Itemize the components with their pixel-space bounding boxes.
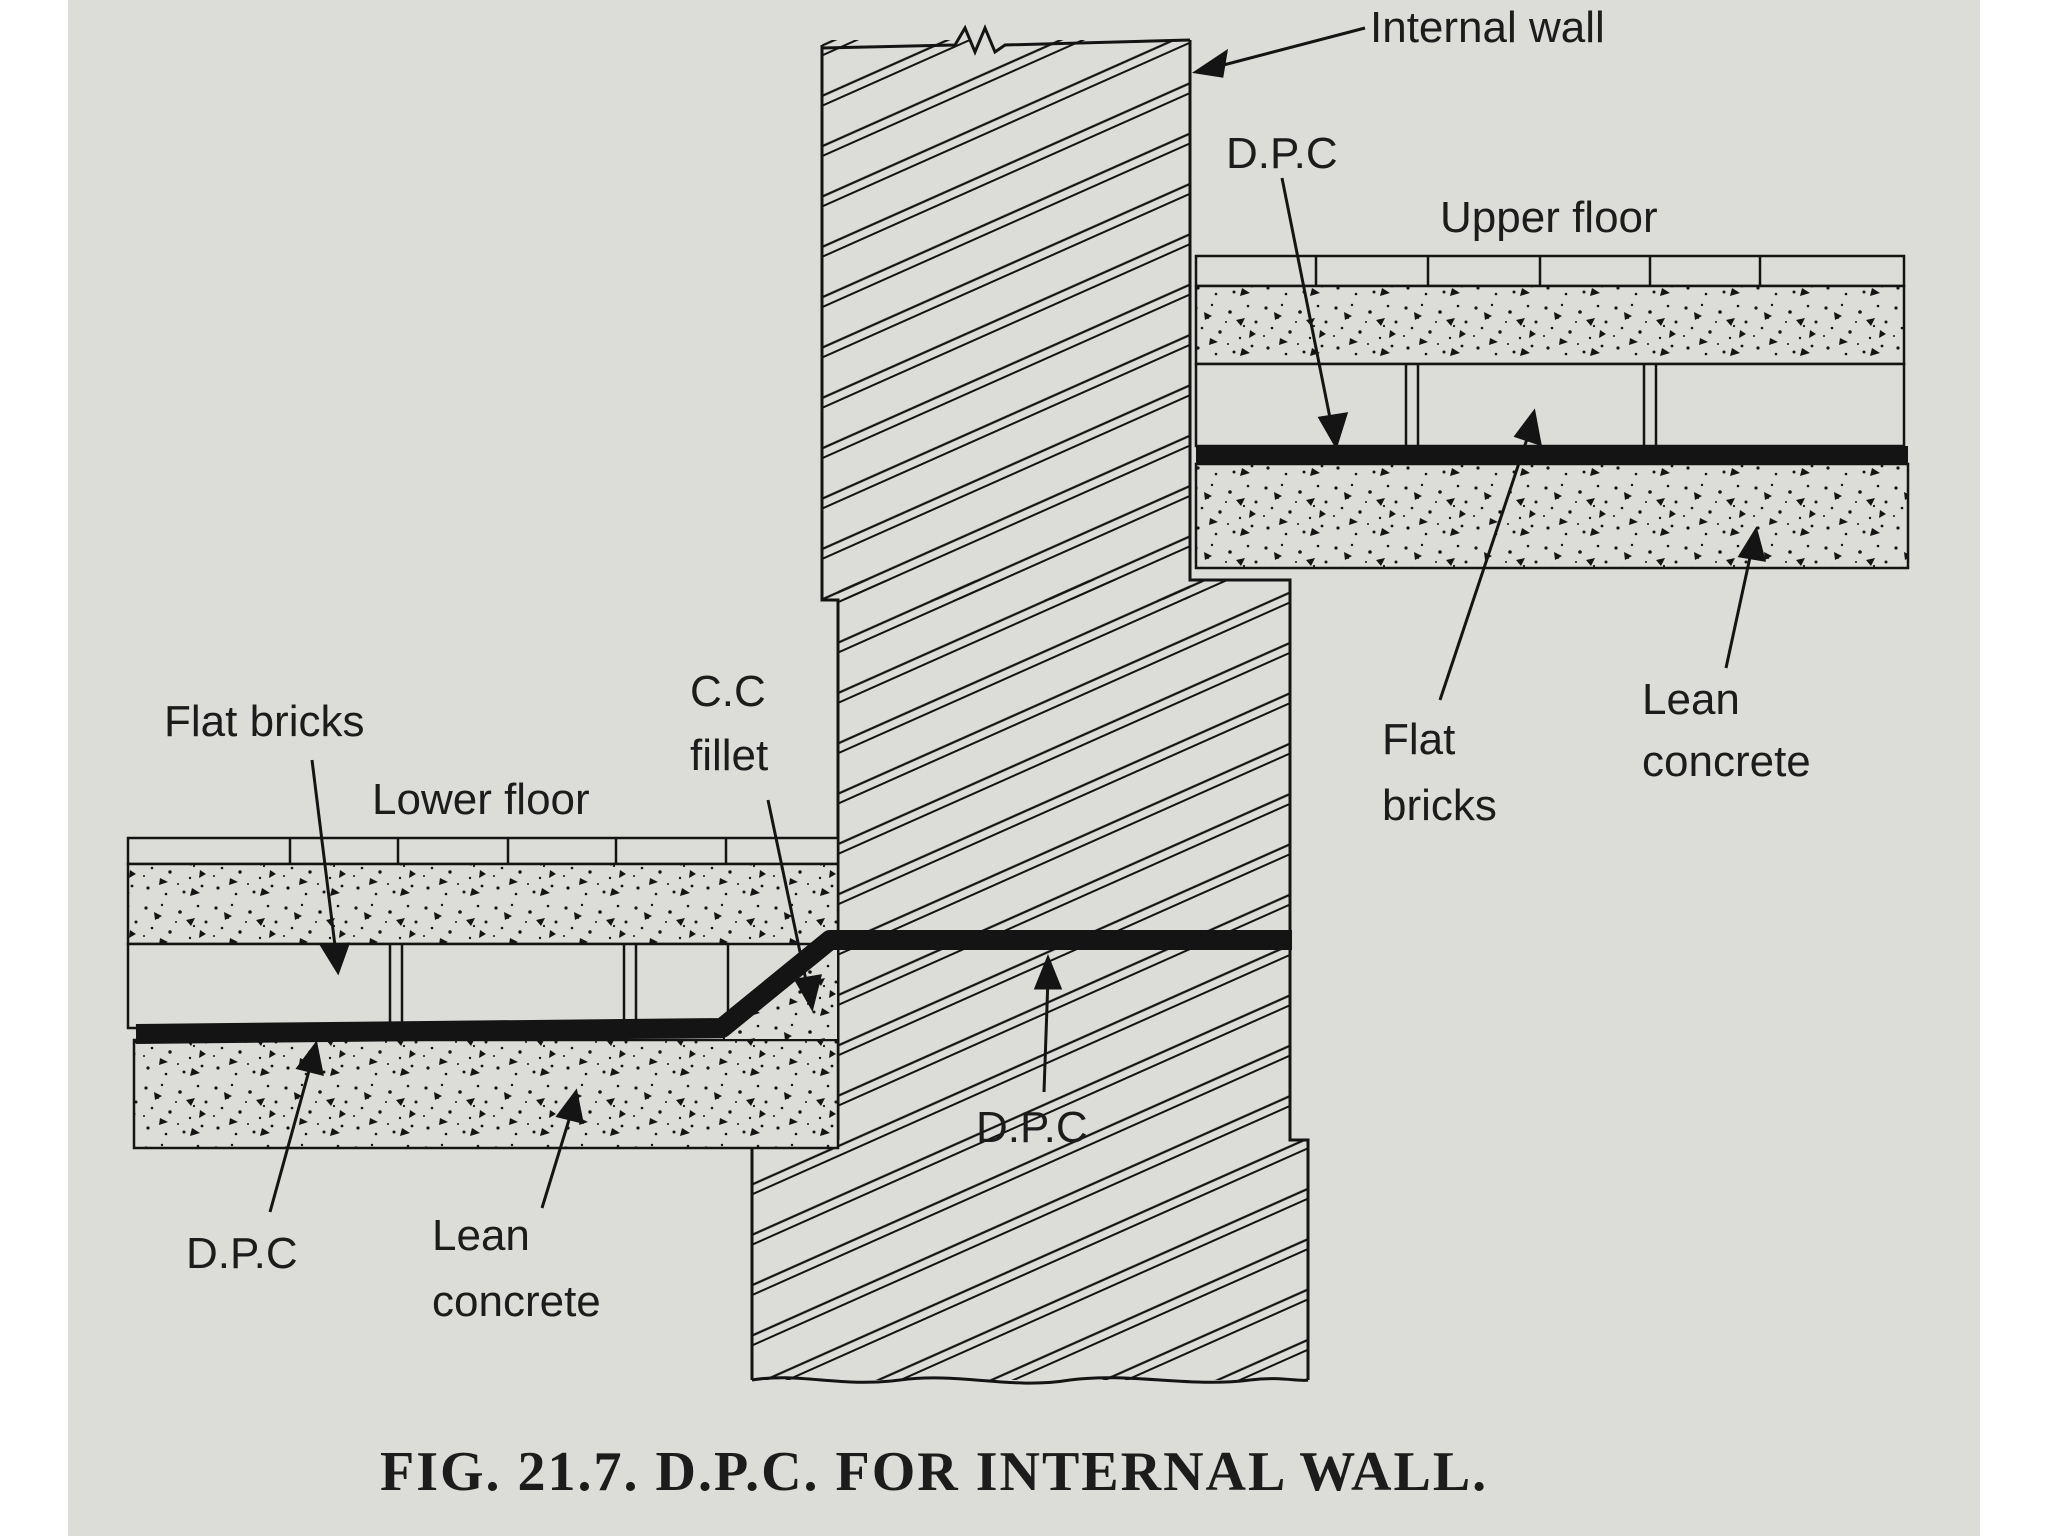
label-upper-floor: Upper floor — [1440, 193, 1658, 242]
wall-bottom-break-line — [751, 1376, 1309, 1385]
upper-floor-lean-concrete — [1194, 462, 1910, 570]
label-flat-bricks-lower: Flat bricks — [164, 697, 364, 746]
label-cc-fillet-line2: fillet — [690, 731, 768, 780]
label-dpc-lower: D.P.C — [186, 1229, 298, 1278]
upper-floor-concrete-top — [1194, 284, 1906, 366]
upper-floor-flat-bricks — [1194, 362, 1906, 448]
internal-wall — [750, 24, 1310, 1385]
label-dpc-wall: D.P.C — [976, 1103, 1088, 1152]
lower-floor-lean-concrete — [132, 1038, 840, 1150]
wall-right-edge — [1188, 40, 1310, 1380]
wall-upper-section — [822, 40, 1190, 600]
label-dpc-upper: D.P.C — [1226, 129, 1338, 178]
upper-floor — [1194, 254, 1910, 570]
wall-footing-section — [752, 1140, 1308, 1380]
lower-floor-flat-bricks — [126, 942, 730, 1030]
label-lean-concrete-lower-line2: concrete — [432, 1277, 601, 1326]
wall-lower-section — [838, 580, 1290, 1140]
label-flat-bricks-upper-line2: bricks — [1382, 781, 1497, 830]
label-lean-concrete-upper-line1: Lean — [1642, 675, 1740, 724]
label-lean-concrete-lower-line1: Lean — [432, 1211, 530, 1260]
lower-floor-concrete-top — [126, 862, 840, 946]
label-lower-floor: Lower floor — [372, 775, 590, 824]
label-flat-bricks-upper-line1: Flat — [1382, 715, 1455, 764]
dpc-lower-and-wall — [135, 930, 1292, 1044]
label-internal-wall: Internal wall — [1370, 3, 1605, 52]
figure-caption: FIG. 21.7. D.P.C. FOR INTERNAL WALL. — [380, 1441, 1488, 1503]
wall-top-break-line — [821, 24, 1191, 56]
label-cc-fillet-line1: C.C — [690, 667, 766, 716]
label-lean-concrete-upper-line2: concrete — [1642, 737, 1811, 786]
upper-floor-dpc — [1196, 446, 1908, 464]
leader-lines — [268, 26, 1767, 1213]
lower-floor-tiles — [126, 836, 840, 866]
